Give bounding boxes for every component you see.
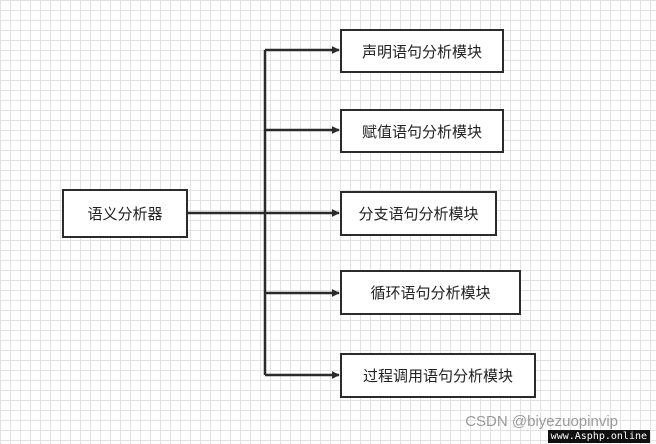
child-node-label: 循环语句分析模块 [370, 284, 491, 302]
root-node-label: 语义分析器 [87, 205, 163, 223]
child-node-loop: 循环语句分析模块 [340, 270, 521, 315]
child-node-procedure-call: 过程调用语句分析模块 [340, 353, 536, 398]
csdn-watermark: CSDN @biyezuopinvip [465, 413, 618, 430]
child-node-branch: 分支语句分析模块 [340, 191, 497, 236]
child-node-label: 分支语句分析模块 [358, 205, 479, 223]
child-node-declaration: 声明语句分析模块 [340, 29, 504, 73]
site-watermark: www.Asphp.online [547, 430, 650, 443]
child-node-label: 赋值语句分析模块 [361, 122, 482, 141]
child-node-assignment: 赋值语句分析模块 [340, 109, 504, 153]
root-node: 语义分析器 [62, 189, 188, 238]
child-node-label: 过程调用语句分析模块 [362, 367, 513, 385]
child-node-label: 声明语句分析模块 [361, 42, 482, 61]
